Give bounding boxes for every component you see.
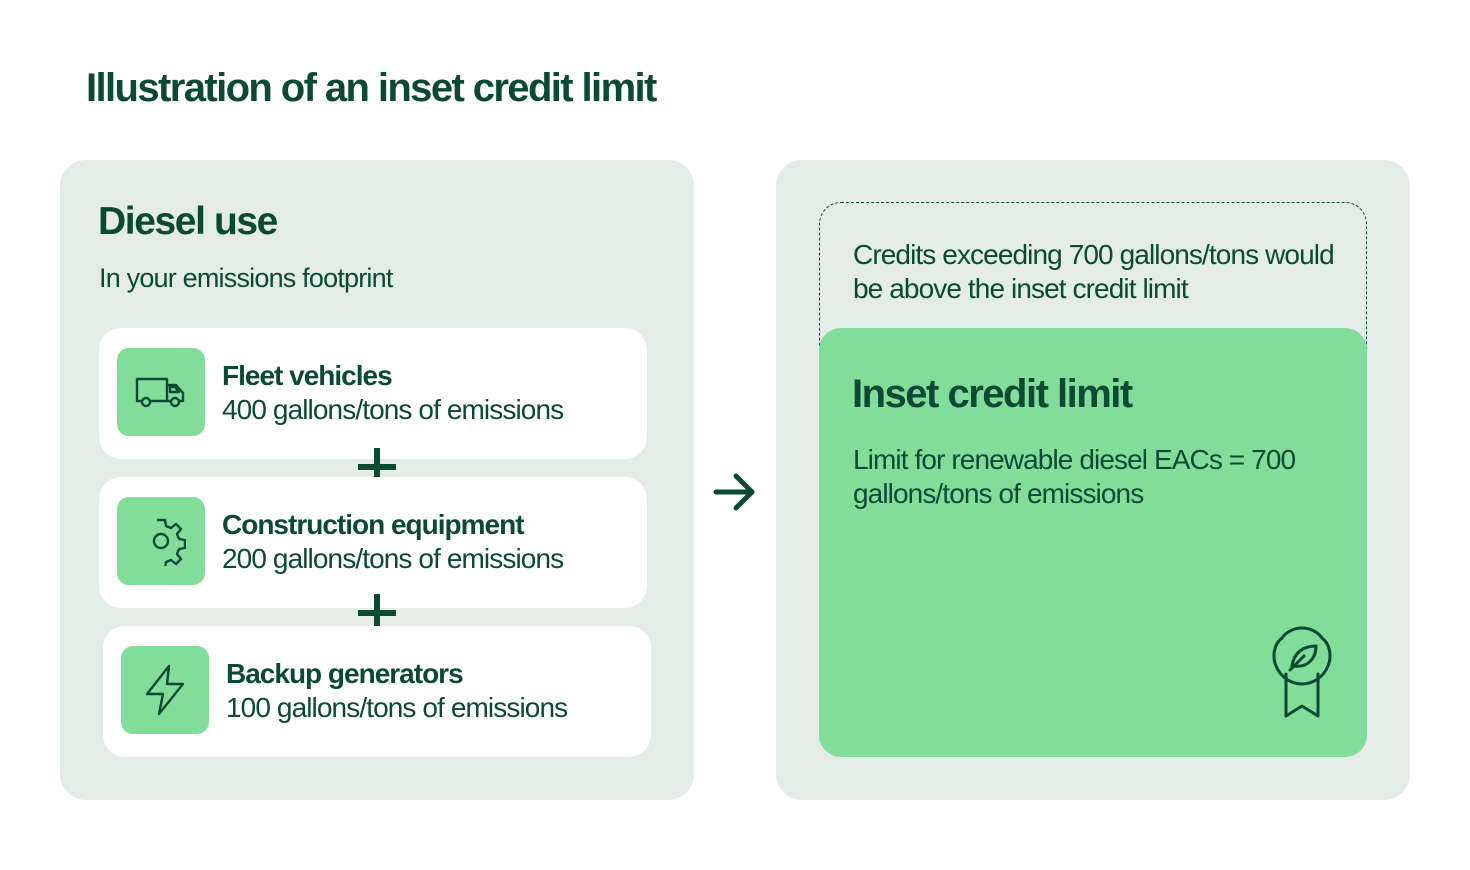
- lightning-icon: [145, 664, 185, 716]
- item-title: Backup generators: [226, 658, 464, 689]
- icon-box: [121, 646, 209, 734]
- icon-box: [117, 497, 205, 585]
- diesel-use-subheading: In your emissions footprint: [99, 263, 393, 293]
- inset-credit-limit-description: Limit for renewable diesel EACs = 700 ga…: [853, 444, 1296, 509]
- item-value: 200 gallons/tons of emissions: [222, 543, 564, 574]
- excess-credits-text: Credits exceeding 700 gallons/tons would…: [853, 239, 1335, 304]
- inset-credit-limit-box: [819, 328, 1367, 757]
- icon-box: [117, 348, 205, 436]
- arrow-right-icon: [713, 473, 755, 511]
- diesel-use-heading: Diesel use: [98, 200, 278, 243]
- inset-credit-limit-heading: Inset credit limit: [852, 372, 1133, 416]
- van-icon: [135, 377, 185, 408]
- item-title: Construction equipment: [222, 509, 525, 540]
- item-title: Fleet vehicles: [222, 360, 393, 391]
- item-value: 400 gallons/tons of emissions: [222, 394, 564, 425]
- plus-icon: [358, 594, 396, 632]
- backup-generators-card: Backup generators 100 gallons/tons of em…: [103, 626, 651, 757]
- gear-icon: [152, 518, 186, 566]
- plus-icon: [358, 448, 396, 486]
- item-value: 100 gallons/tons of emissions: [226, 692, 568, 723]
- construction-equipment-card: Construction equipment 200 gallons/tons …: [99, 477, 647, 608]
- award-leaf-icon: [1272, 626, 1332, 718]
- page-title: Illustration of an inset credit limit: [86, 66, 657, 110]
- fleet-vehicles-card: Fleet vehicles 400 gallons/tons of emiss…: [99, 328, 647, 459]
